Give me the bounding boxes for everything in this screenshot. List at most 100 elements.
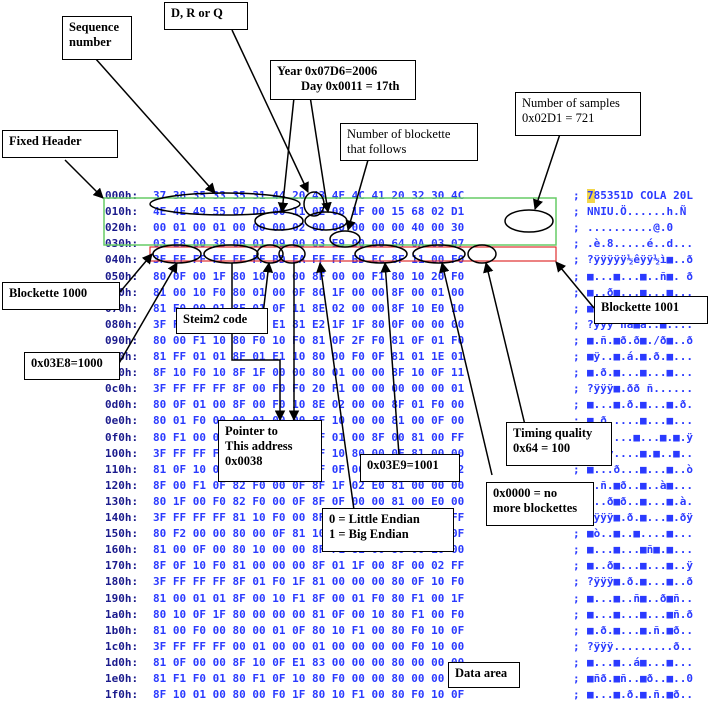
label-day-line: Day 0x0011 = 17th [301, 79, 400, 93]
label-0x03e8: 0x03E8=1000 [24, 352, 120, 380]
dump-offset: 120h: [105, 479, 139, 492]
dump-hex-bytes: 81 0F 00 00 8F 10 0F E1 83 00 00 00 80 0… [153, 656, 465, 669]
dump-ascii: ?ÿÿÿ.........ð.. [587, 640, 693, 653]
dump-ascii: ■.ð.....■...■... [587, 414, 693, 427]
dump-separator: ; [573, 189, 580, 202]
ellipse-sequence [149, 192, 301, 216]
dump-ascii: ■...ð...■...■..ò [587, 463, 693, 476]
label-steim2-text: Steim2 code [183, 312, 248, 326]
label-drq-text: D, R or Q [171, 6, 223, 20]
dump-offset: 0f0h: [105, 431, 139, 444]
dump-ascii: ?ÿÿÿ....■.■..■.. [587, 447, 693, 460]
dump-separator: ; [573, 624, 580, 637]
dump-offset: 1f0h: [105, 688, 139, 701]
dump-offset: 0c0h: [105, 382, 139, 395]
dump-hex-bytes: 81 00 01 01 8F 00 10 F1 8F 00 01 F0 80 F… [153, 592, 465, 605]
dump-offset: 040h: [105, 253, 139, 266]
dump-ascii: ■...■.ð.■...■.ð. [587, 398, 693, 411]
dump-hex-bytes: 80 0F 00 1F 80 10 00 00 8F 00 00 F1 80 1… [153, 270, 465, 283]
dump-ascii: ■...■..á■...■... [587, 656, 693, 669]
dump-separator: ; [573, 640, 580, 653]
dump-offset: 0d0h: [105, 398, 139, 411]
arrow-sequence [94, 57, 216, 194]
dump-separator: ; [573, 270, 580, 283]
cursor-highlight [587, 189, 595, 203]
label-drq: D, R or Q [164, 2, 248, 30]
dump-offset: 140h: [105, 511, 139, 524]
ellipse-samples [504, 209, 554, 233]
ellipse-0038 [203, 244, 259, 264]
ellipse-03e8 [152, 244, 202, 264]
ellipse-day [304, 211, 348, 231]
dump-offset: 130h: [105, 495, 139, 508]
label-timing-line2: 0x64 = 100 [513, 441, 571, 455]
dump-hex-bytes: 80 0F 01 00 8F 00 F0 10 8E 02 00 00 8F 0… [153, 398, 465, 411]
dump-ascii: 785351D COLA 20L [587, 189, 693, 202]
label-03e8-text: 0x03E8=1000 [31, 356, 103, 370]
label-b1000-text: Blockette 1000 [9, 286, 88, 300]
arrow-endian [316, 261, 355, 511]
label-endian-line1: 0 = Little Endian [329, 512, 420, 526]
arrow-b1001 [555, 261, 595, 309]
label-blockette-1000: Blockette 1000 [2, 282, 120, 310]
dump-separator: ; [573, 366, 580, 379]
dump-separator: ; [573, 543, 580, 556]
dump-offset: 080h: [105, 318, 139, 331]
ellipse-nblockette [329, 230, 361, 248]
dump-ascii: ?ÿÿÿ■.ðð ñ...... [587, 382, 693, 395]
dump-ascii: ■...■...■...■ñ.ð [587, 608, 693, 621]
ellipse-64 [467, 244, 497, 264]
label-no-more-blockettes: 0x0000 = no more blockettes [486, 482, 594, 526]
label-b1001-text: Blockette 1001 [601, 300, 680, 314]
label-nomore-line2: more blockettes [493, 501, 578, 515]
dump-separator: ; [573, 608, 580, 621]
arrow-drq [231, 29, 309, 193]
dump-ascii: ?ÿÿÿ■.ð.■...■..ð [587, 575, 693, 588]
dump-hex-bytes: 80 1F 00 F0 82 F0 00 0F 8F 0F 00 00 81 0… [153, 495, 465, 508]
arrow-year [277, 87, 296, 214]
arrow-03e8 [117, 262, 178, 366]
dump-offset: 0e0h: [105, 414, 139, 427]
label-sequence-line1: Sequence [69, 20, 119, 34]
label-fixed-header: Fixed Header [2, 130, 118, 158]
dump-ascii: ■ÿ..■.á.■.ð.■... [587, 350, 693, 363]
dump-separator: ; [573, 253, 580, 266]
dump-separator: ; [573, 575, 580, 588]
dump-offset: 180h: [105, 575, 139, 588]
arrow-0000 [439, 261, 493, 476]
dump-separator: ; [573, 592, 580, 605]
label-sequence-line2: number [69, 35, 112, 49]
label-year-line: Year 0x07D6=2006 [277, 64, 378, 78]
dump-offset: 030h: [105, 237, 139, 250]
label-pointer-line2: This address [225, 439, 293, 453]
dump-hex-bytes: 3F FF FF FF 8F 01 F0 1F 81 00 00 00 80 0… [153, 575, 465, 588]
blockette-box [149, 246, 557, 262]
ellipse-year [254, 211, 304, 231]
dump-hex-bytes: 8F 10 F0 10 8F 1F 00 00 80 01 00 00 8F 1… [153, 366, 465, 379]
dump-hex-bytes: 81 00 F0 00 80 00 01 0F 80 10 F1 00 80 F… [153, 624, 465, 637]
dump-ascii: ■.ñ.■ð.ð■./ð■..ð [587, 334, 693, 347]
label-sequence-number: Sequence number [62, 16, 132, 60]
dump-ascii: ■ñ.....■...■.■.ÿ [587, 431, 693, 444]
dump-offset: 1c0h: [105, 640, 139, 653]
dump-ascii: ?ÿÿÿÿÿ½êÿÿ½ì■..ð [587, 253, 693, 266]
label-data-area: Data area [448, 662, 520, 688]
dump-ascii: ■..ð■...■...■... [587, 286, 693, 299]
label-pointer-line3: 0x0038 [225, 454, 263, 468]
dump-separator: ; [573, 656, 580, 669]
dump-ascii: ■.ð.■...■...■... [587, 366, 693, 379]
dump-separator: ; [573, 559, 580, 572]
dump-offset: 1a0h: [105, 608, 139, 621]
dump-ascii: ■ñð.■ñ..■ð..■..0 [587, 672, 693, 685]
dump-separator: ; [573, 672, 580, 685]
label-samples-line1: Number of samples [522, 96, 620, 110]
dump-hex-bytes: 8F 0F 10 F0 81 00 00 00 8F 01 1F 00 8F 0… [153, 559, 465, 572]
label-endian-line2: 1 = Big Endian [329, 527, 409, 541]
dump-ascii: ■..ð■...■...■..ÿ [587, 559, 693, 572]
dump-ascii: ?ÿÿÿ■.ð.■...■.ðÿ [587, 511, 693, 524]
label-data-area-text: Data area [455, 666, 508, 680]
dump-hex-bytes: 80 10 0F 1F 80 00 00 00 81 0F 00 10 80 F… [153, 608, 465, 621]
label-03e9-text: 0x03E9=1001 [367, 458, 439, 472]
dump-ascii: ■.ñ.■ð..■..à■... [587, 479, 693, 492]
dump-separator: ; [573, 318, 580, 331]
